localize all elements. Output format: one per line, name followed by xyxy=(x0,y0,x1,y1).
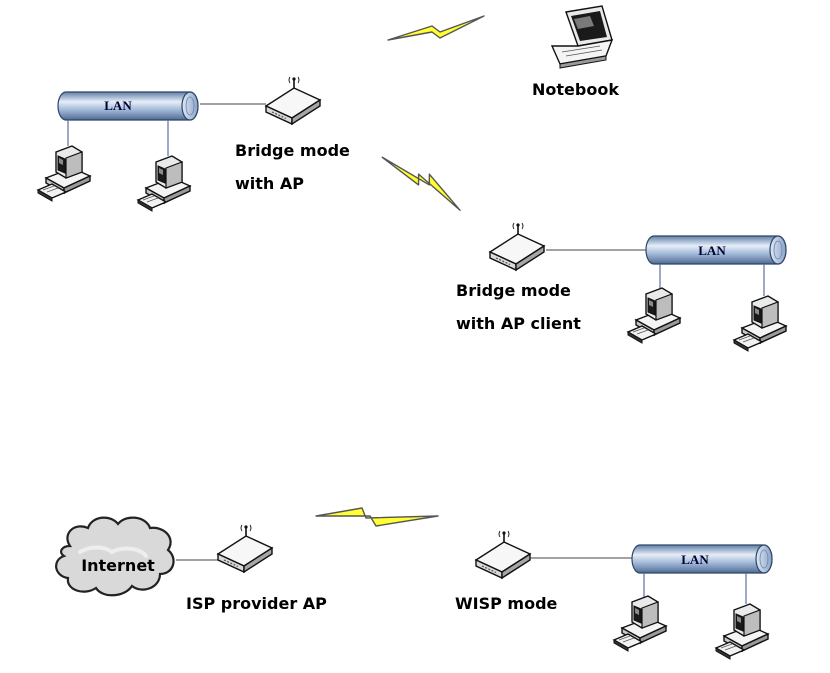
bridge-client-label-line1: Bridge mode xyxy=(456,281,571,300)
internet-label: Internet xyxy=(81,556,155,575)
lan-label-bottom-right: LAN xyxy=(681,552,709,567)
access-point-icon xyxy=(476,531,530,578)
bridge-ap-label-line2: with AP xyxy=(235,174,304,193)
desktop-computer-icon xyxy=(716,604,768,659)
wireless-bolt-icon xyxy=(316,508,438,526)
access-point-icon xyxy=(490,223,544,270)
desktop-computer-icon xyxy=(614,596,666,651)
wireless-bolt-icon xyxy=(375,155,469,210)
bridge-ap-label-line1: Bridge mode xyxy=(235,141,350,160)
bridge-client-label-line2: with AP client xyxy=(456,314,581,333)
lan-label-top: LAN xyxy=(104,98,132,113)
desktop-computer-icon xyxy=(138,156,190,211)
desktop-computer-icon xyxy=(734,296,786,351)
desktop-computer-icon xyxy=(628,288,680,343)
notebook-label: Notebook xyxy=(532,80,619,99)
notebook-icon xyxy=(552,6,612,68)
isp-ap-label: ISP provider AP xyxy=(186,594,327,613)
wireless-bolt-icon xyxy=(388,16,484,40)
access-point-icon xyxy=(218,525,272,572)
wisp-mode-label: WISP mode xyxy=(455,594,558,613)
desktop-computer-icon xyxy=(38,146,90,201)
access-point-icon xyxy=(266,77,320,124)
lan-label-mid-right: LAN xyxy=(698,243,726,258)
